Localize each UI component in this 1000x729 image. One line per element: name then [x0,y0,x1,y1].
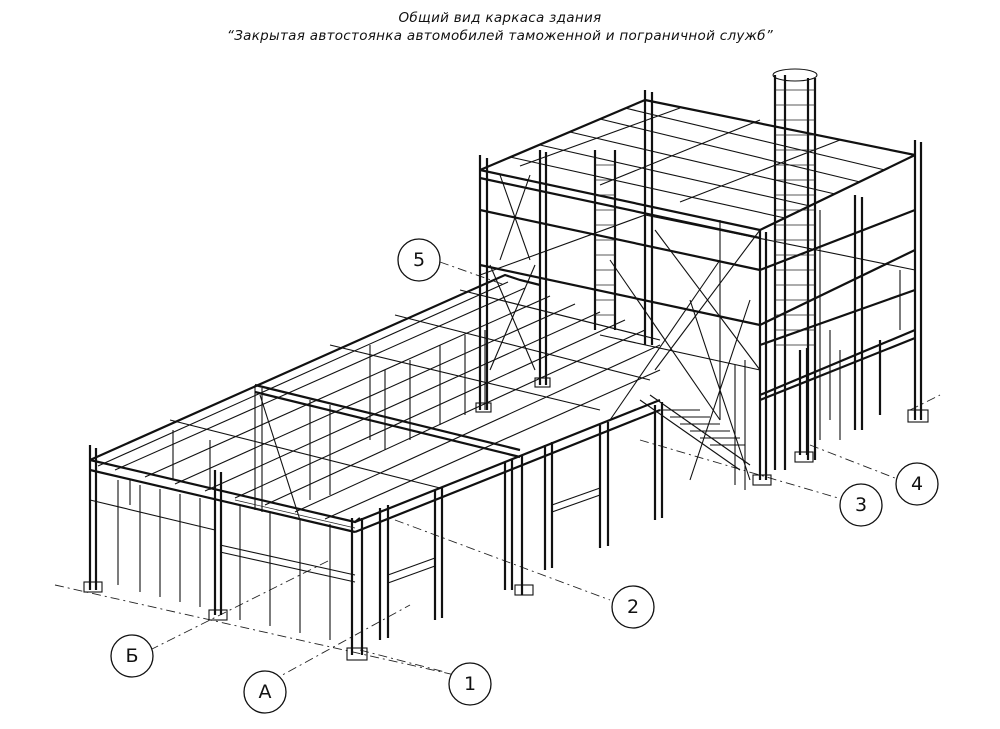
parking-block-frame [83,273,664,661]
axis-marker-A: А [243,670,287,714]
drawing-title: Общий вид каркаса здания [398,10,602,26]
office-block-frame [475,68,929,490]
axis-marker-5: 5 [397,238,441,282]
svg-text:А: А [259,681,272,703]
drawing-subtitle: “Закрытая автостоянка автомобилей таможе… [226,28,774,44]
axis-marker-1: 1 [448,662,492,706]
svg-text:2: 2 [627,596,639,618]
svg-text:4: 4 [911,473,923,495]
svg-text:5: 5 [413,249,425,271]
axis-marker-4: 4 [895,462,939,506]
axis-marker-3: 3 [839,483,883,527]
axis-marker-B: Б [110,634,154,678]
axis-marker-2: 2 [611,585,655,629]
svg-text:1: 1 [464,673,476,695]
svg-text:Б: Б [125,645,138,667]
svg-text:3: 3 [855,494,867,516]
